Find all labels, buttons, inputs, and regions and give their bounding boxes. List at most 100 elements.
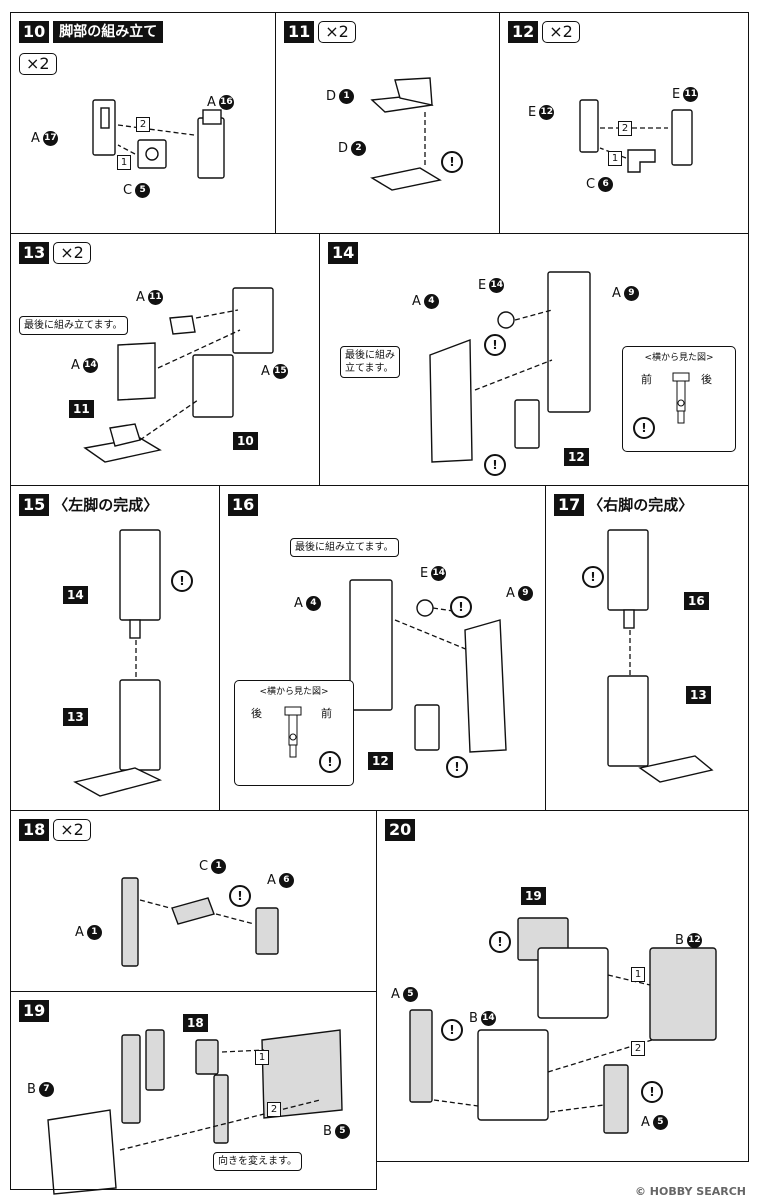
step-ref-11: 11 [69, 400, 94, 418]
order-marker-1: 1 [255, 1050, 269, 1065]
caution-icon: ! [446, 756, 468, 778]
assembly-note: 最後に組み立てます。 [290, 538, 399, 557]
assembly-note: 向きを変えます。 [213, 1152, 302, 1171]
step-number: 13 [19, 242, 50, 264]
caution-icon: ! [441, 1019, 463, 1041]
step-number: 14 [328, 242, 359, 264]
step-title: 〈左脚の完成〉 [53, 496, 159, 514]
step10-art [92, 99, 225, 179]
step-15-panel: 15 〈左脚の完成〉 14 13 ! [10, 485, 220, 811]
step20-art [409, 917, 717, 1134]
quantity-badge: ×2 [53, 819, 91, 841]
caution-icon: ! [450, 596, 472, 618]
step-number: 17 [554, 494, 585, 516]
caution-icon: ! [441, 151, 463, 173]
assembly-note: 最後に組み立てます。 [19, 316, 128, 335]
back-label: 後 [701, 373, 712, 386]
step-12-header: 12 ×2 [508, 21, 580, 43]
side-view-inset: <横から見た図> 前 後 ! [622, 346, 736, 452]
step13-art [83, 287, 274, 463]
step-title: 脚部の組み立て [53, 21, 164, 43]
step-ref-14: 14 [63, 586, 88, 604]
side-view-drawing [284, 706, 302, 758]
front-label: 前 [641, 373, 652, 386]
step-ref-19: 19 [521, 887, 546, 905]
step19-art [47, 1029, 343, 1195]
back-label: 後 [251, 707, 262, 720]
step-ref-10: 10 [233, 432, 258, 450]
caution-icon: ! [171, 570, 193, 592]
quantity-badge: ×2 [53, 242, 91, 264]
step-number: 19 [19, 1000, 50, 1022]
step18-art [121, 877, 279, 967]
caution-icon: ! [489, 931, 511, 953]
front-label: 前 [321, 707, 332, 720]
step-number: 10 [19, 21, 50, 43]
step16-art [349, 579, 507, 753]
order-marker-2: 2 [267, 1102, 281, 1117]
step-20-header: 20 [385, 819, 416, 841]
step11-art [370, 77, 442, 191]
step-number: 16 [228, 494, 259, 516]
step-15-header: 15 〈左脚の完成〉 [19, 494, 158, 516]
step-number: 15 [19, 494, 50, 516]
watermark: © HOBBY SEARCH [634, 1185, 746, 1198]
step-13-header: 13 ×2 [19, 242, 91, 264]
caution-icon: ! [582, 566, 604, 588]
side-view-drawing [672, 372, 690, 424]
order-marker-1: 1 [117, 155, 131, 170]
step-17-panel: 17 〈右脚の完成〉 16 13 ! [545, 485, 749, 811]
caution-icon: ! [641, 1081, 663, 1103]
quantity-badge: ×2 [542, 21, 580, 43]
order-marker-2: 2 [631, 1041, 645, 1056]
step-17-header: 17 〈右脚の完成〉 [554, 494, 693, 516]
step-number: 11 [284, 21, 315, 43]
step-ref-12: 12 [368, 752, 393, 770]
caution-icon: ! [229, 885, 251, 907]
order-marker-2: 2 [136, 117, 150, 132]
step-14-header: 14 [328, 242, 359, 264]
step-19-header: 19 [19, 1000, 50, 1022]
step-ref-13: 13 [686, 686, 711, 704]
step17-art [607, 529, 714, 783]
step-ref-16: 16 [684, 592, 709, 610]
step-number: 18 [19, 819, 50, 841]
inset-title: <横から見た図> [644, 353, 714, 363]
quantity-badge: ×2 [318, 21, 356, 43]
caution-icon: ! [484, 454, 506, 476]
step-ref-13: 13 [63, 708, 88, 726]
step12-art [579, 99, 693, 173]
caution-icon: ! [633, 417, 655, 439]
order-marker-1: 1 [631, 967, 645, 982]
step-10-header: 10 脚部の組み立て [19, 21, 164, 43]
step-ref-18: 18 [183, 1014, 208, 1032]
